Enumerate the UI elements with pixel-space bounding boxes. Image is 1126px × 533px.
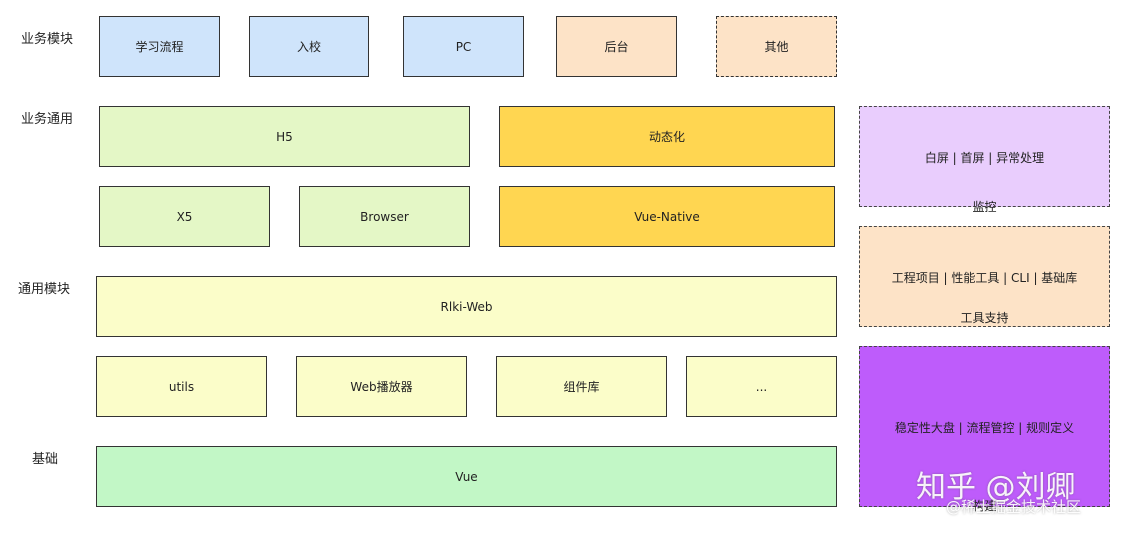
monitor-content: 白屏 | 首屏 | 异常处理 <box>924 151 1045 165</box>
h5-box: H5 <box>99 106 470 167</box>
module-backend: 后台 <box>556 16 677 77</box>
monitor-title: 监控 <box>972 200 997 214</box>
web-player-box: Web播放器 <box>296 356 467 417</box>
vue-native-box: Vue-Native <box>499 186 835 247</box>
build-panel: 稳定性大盘 | 流程管控 | 规则定义 构建 <box>859 346 1110 513</box>
tools-content: 工程项目 | 性能工具 | CLI | 基础库 <box>891 271 1078 285</box>
tools-panel: 工程项目 | 性能工具 | CLI | 基础库 工具支持 <box>859 226 1110 327</box>
utils-box: utils <box>96 356 267 417</box>
module-enrollment: 入校 <box>249 16 369 77</box>
monitor-panel: 白屏 | 首屏 | 异常处理 监控 <box>859 106 1110 214</box>
x5-box: X5 <box>99 186 270 247</box>
build-title: 构建 <box>972 499 997 513</box>
build-content: 稳定性大盘 | 流程管控 | 规则定义 <box>894 421 1075 435</box>
label-business-modules: 业务模块 <box>21 32 74 47</box>
vue-box: Vue <box>96 446 837 507</box>
label-common-modules: 通用模块 <box>18 282 71 297</box>
module-pc: PC <box>403 16 524 77</box>
watermark-zhihu: 知乎 @刘卿 <box>916 470 1076 505</box>
rlki-web-box: Rlki-Web <box>96 276 837 337</box>
more-box: ... <box>686 356 837 417</box>
component-lib-box: 组件库 <box>496 356 667 417</box>
module-other: 其他 <box>716 16 837 77</box>
browser-box: Browser <box>299 186 470 247</box>
dynamic-box: 动态化 <box>499 106 835 167</box>
tools-title: 工具支持 <box>960 311 1009 325</box>
label-business-common: 业务通用 <box>21 112 74 127</box>
watermark-juejin: @稀土掘金技术社区 <box>946 498 1082 516</box>
label-foundation: 基础 <box>32 452 59 467</box>
module-learning-flow: 学习流程 <box>99 16 220 77</box>
